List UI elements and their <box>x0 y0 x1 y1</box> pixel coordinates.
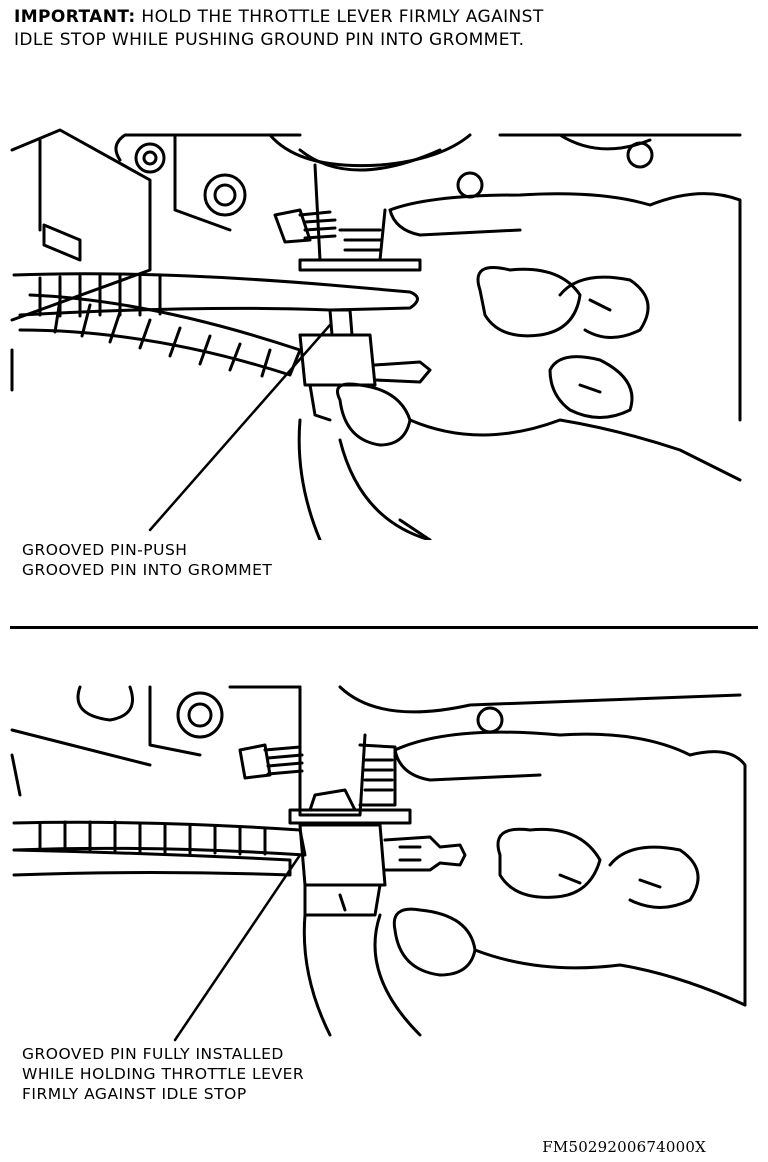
caption-top-line-1: GROOVED PIN-PUSH <box>22 541 188 559</box>
instruction-line-1: HOLD THE THROTTLE LEVER FIRMLY AGAINST <box>141 7 544 27</box>
cable-upper <box>12 272 419 317</box>
illustration-push-pin <box>10 128 742 540</box>
panel-divider <box>10 626 758 629</box>
instruction-label: IMPORTANT: <box>14 7 136 27</box>
caption-bottom-line-1: GROOVED PIN FULLY INSTALLED <box>22 1045 284 1063</box>
hand-upper-bottom <box>393 730 747 1007</box>
caption-bottom-line-2: WHILE HOLDING THROTTLE LEVER <box>22 1065 305 1083</box>
caption-bottom-line-3: FIRMLY AGAINST IDLE STOP <box>22 1085 247 1103</box>
figure-code: FM5029200674000X <box>542 1138 706 1156</box>
illustration-pin-installed <box>10 685 747 1042</box>
caption-top: GROOVED PIN-PUSH GROOVED PIN INTO GROMME… <box>22 540 272 580</box>
instruction-line-2: IDLE STOP WHILE PUSHING GROUND PIN INTO … <box>14 30 525 50</box>
hand-lower <box>336 382 412 447</box>
caption-bottom: GROOVED PIN FULLY INSTALLED WHILE HOLDIN… <box>22 1044 304 1104</box>
bolt-left-icon <box>134 142 166 174</box>
cable-lower <box>18 293 302 377</box>
hand-upper <box>388 192 742 422</box>
cable-lower-bottom <box>12 848 292 877</box>
leader-line-top <box>148 323 332 532</box>
leader-line-bottom <box>173 853 302 1042</box>
caption-top-line-2: GROOVED PIN INTO GROMMET <box>22 561 273 579</box>
hex-nut-icon <box>203 173 247 217</box>
cable-upper-bottom <box>12 820 307 857</box>
instruction-text: IMPORTANT: HOLD THE THROTTLE LEVER FIRML… <box>14 6 754 52</box>
hex-nut-bottom-icon <box>176 691 224 739</box>
